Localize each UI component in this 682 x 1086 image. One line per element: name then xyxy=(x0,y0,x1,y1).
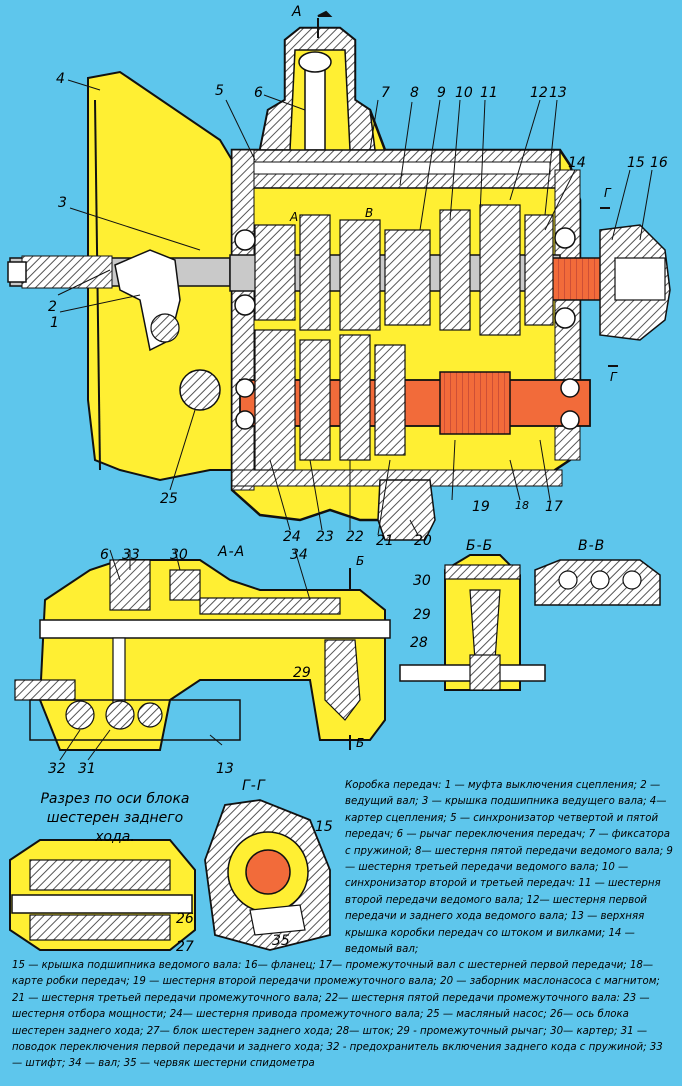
label-29: 29 xyxy=(293,665,311,681)
arrow-v-label: В xyxy=(365,206,375,220)
section-v-v xyxy=(534,559,661,606)
label-14: 14 xyxy=(568,155,586,171)
label-35: 35 xyxy=(272,933,290,949)
label-13b: 13 xyxy=(216,761,234,777)
label-21: 21 xyxy=(376,533,394,549)
label-4: 4 xyxy=(56,71,65,87)
label-9: 9 xyxy=(437,85,446,101)
label-28: 28 xyxy=(410,635,428,651)
label-5: 5 xyxy=(215,83,224,99)
label-34: 34 xyxy=(290,547,308,563)
label-32: 32 xyxy=(48,761,66,777)
countershaft xyxy=(239,379,591,427)
arrow-a-label: А xyxy=(292,4,303,20)
label-20: 20 xyxy=(414,533,432,549)
label-22: 22 xyxy=(346,529,364,545)
arrow-a-label-2: А xyxy=(290,210,300,224)
oil-pump xyxy=(179,369,221,411)
label-2: 2 xyxy=(48,299,57,315)
label-30b: 30 xyxy=(413,573,431,589)
section-title-aa: А-А xyxy=(218,544,246,560)
label-12: 12 xyxy=(530,85,548,101)
section-arrows xyxy=(317,10,618,750)
label-7: 7 xyxy=(381,85,390,101)
leader-lines xyxy=(57,79,653,761)
label-19: 19 xyxy=(472,499,490,515)
arrow-b-label-2: Б xyxy=(356,736,366,750)
label-27: 27 xyxy=(176,939,194,955)
label-13: 13 xyxy=(549,85,567,101)
section-a-a xyxy=(14,559,391,751)
reverse-gear-section xyxy=(9,839,196,951)
label-15: 15 xyxy=(627,155,645,171)
reverse-section-title: Разрез по оси блока шестерен заднего ход… xyxy=(40,791,190,845)
arrow-g-label: Г xyxy=(604,186,612,200)
section-title-vv: В-В xyxy=(578,538,606,554)
label-15b: 15 xyxy=(315,819,333,835)
label-11: 11 xyxy=(480,85,498,101)
label-31: 31 xyxy=(78,761,96,777)
caption-part-1: Коробка передач: 1 — муфта выключения сц… xyxy=(345,780,673,956)
section-b-b xyxy=(399,554,546,691)
section-title-gg: Г-Г xyxy=(242,778,266,794)
section-g-g xyxy=(204,799,331,951)
label-24: 24 xyxy=(283,529,301,545)
label-6b: 6 xyxy=(100,547,109,563)
arrow-b-label: Б xyxy=(356,554,366,568)
label-3: 3 xyxy=(58,195,67,211)
label-17: 17 xyxy=(545,499,563,515)
driven-shaft-gears xyxy=(254,204,554,336)
label-10: 10 xyxy=(455,85,473,101)
label-33: 33 xyxy=(122,547,140,563)
countershaft-gears xyxy=(254,329,406,471)
caption-part-2: 15 — крышка подшипника ведомого вала: 16… xyxy=(12,960,663,1070)
label-6: 6 xyxy=(254,85,263,101)
label-29b: 29 xyxy=(413,607,431,623)
main-section xyxy=(7,26,671,541)
label-25: 25 xyxy=(160,491,178,507)
label-18: 18 xyxy=(515,499,529,512)
label-16: 16 xyxy=(650,155,668,171)
section-title-bb: Б-Б xyxy=(466,538,494,554)
label-30: 30 xyxy=(170,547,188,563)
label-1: 1 xyxy=(50,315,59,331)
label-26: 26 xyxy=(176,911,194,927)
arrow-g-label-2: Г xyxy=(610,370,618,384)
label-8: 8 xyxy=(410,85,419,101)
label-23: 23 xyxy=(316,529,334,545)
